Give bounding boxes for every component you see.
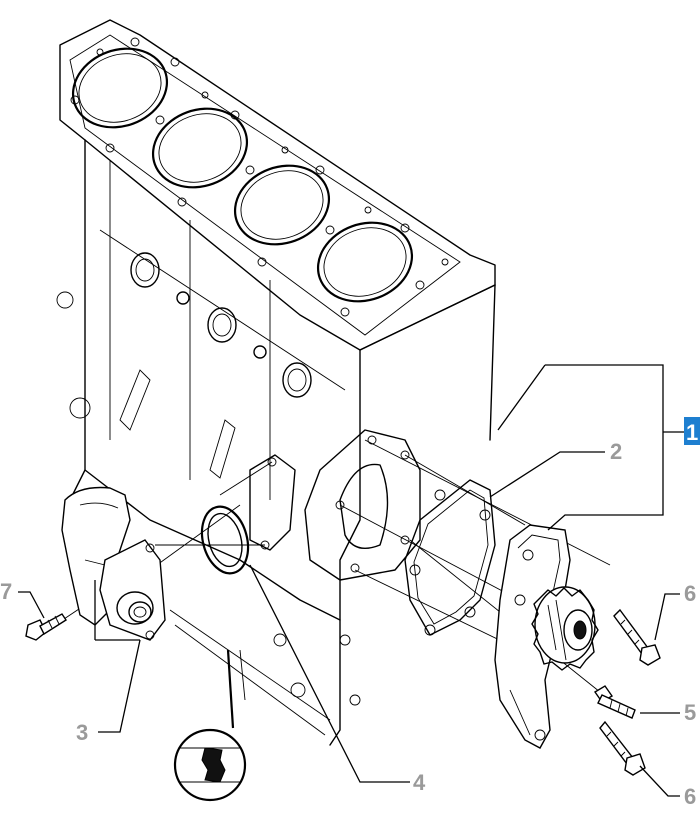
callout-5: 5 — [684, 700, 696, 725]
o-ring-seal — [200, 505, 250, 575]
callout-1-highlight — [684, 417, 700, 445]
hex-bolt-thermostat — [25, 613, 67, 641]
callout-6-upper: 6 — [684, 581, 696, 606]
hex-bolt-lower — [599, 720, 646, 776]
leader-lines — [18, 364, 684, 797]
water-pump-gasket — [404, 479, 496, 636]
seal-section-detail — [173, 649, 247, 802]
engine-block — [56, 19, 496, 746]
callout-6-lower: 6 — [684, 784, 696, 809]
callout-4: 4 — [413, 770, 426, 795]
cylinder-bores — [71, 47, 414, 303]
callout-labels: 1 2 3 4 5 6 6 7 — [0, 417, 700, 809]
stud-bolt — [593, 685, 636, 719]
deck-holes — [70, 37, 449, 317]
hex-bolt-upper — [613, 608, 661, 666]
callout-1: 1 — [686, 420, 698, 445]
core-plugs — [56, 252, 312, 419]
pump-sprocket — [531, 586, 599, 671]
assembly-lines — [54, 439, 611, 701]
callout-3: 3 — [76, 720, 88, 745]
water-pump — [494, 524, 599, 749]
callout-2: 2 — [610, 439, 622, 464]
thermostat-housing — [61, 486, 166, 641]
callout-7: 7 — [0, 579, 12, 604]
